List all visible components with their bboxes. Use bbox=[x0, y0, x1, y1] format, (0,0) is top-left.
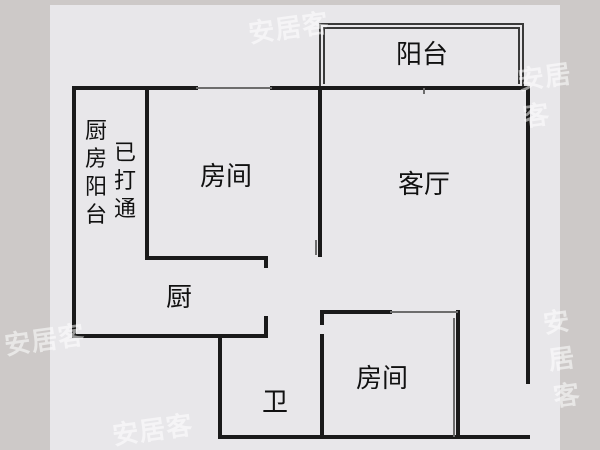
paper-sheet bbox=[50, 5, 560, 450]
walls bbox=[72, 86, 530, 439]
note-char: 已 bbox=[113, 141, 136, 166]
note-char: 打 bbox=[113, 169, 136, 194]
room-label-living-room: 客厅 bbox=[398, 170, 451, 200]
watermark: 安居客 bbox=[516, 59, 574, 134]
room-label-kitchen: 厨 bbox=[166, 283, 193, 313]
note-char: 厨 bbox=[84, 119, 107, 144]
room-label-bathroom: 卫 bbox=[262, 388, 289, 418]
note-kitchen-balcony: 厨 房 阳 台 bbox=[84, 118, 108, 230]
room-label-bedroom-top: 房间 bbox=[200, 162, 253, 192]
note-opened-up: 已 打 通 bbox=[113, 140, 137, 224]
balcony-outline bbox=[319, 23, 524, 88]
room-label-balcony: 阳台 bbox=[396, 40, 449, 70]
note-char: 通 bbox=[113, 197, 136, 222]
note-char: 房 bbox=[84, 147, 107, 172]
door-lines bbox=[196, 87, 458, 437]
note-char: 台 bbox=[84, 203, 107, 228]
note-char: 阳 bbox=[84, 175, 107, 200]
room-label-bedroom-bottom: 房间 bbox=[356, 364, 409, 394]
